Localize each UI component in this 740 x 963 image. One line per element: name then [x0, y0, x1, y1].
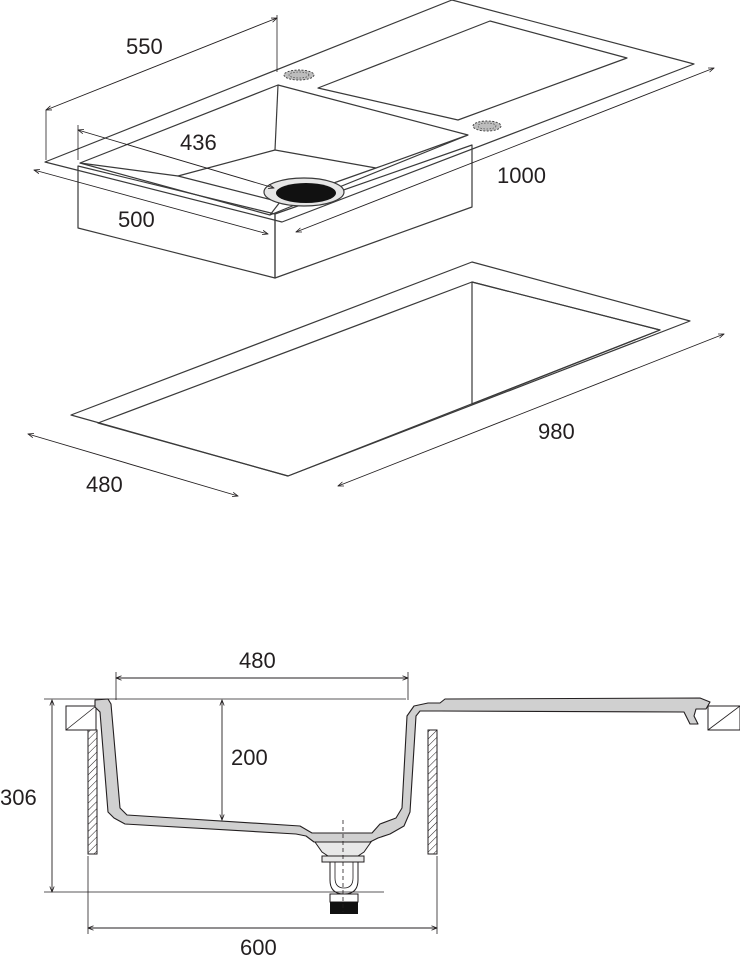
- dim-label-306: 306: [0, 785, 37, 810]
- sink-isometric-view: 550 436 500 1000: [34, 0, 714, 279]
- dim-label-436: 436: [180, 130, 217, 155]
- dim-line-1000: [296, 67, 714, 233]
- cutout-rim: [70, 261, 691, 477]
- drain-hole: [276, 183, 336, 203]
- drainer-panel: [317, 20, 628, 121]
- dim-label-980: 980: [538, 419, 575, 444]
- cutout-isometric-view: 480 980: [28, 261, 724, 497]
- bowl-box-side: [274, 144, 473, 279]
- cabinet-wall-right: [427, 729, 438, 855]
- dim-line-980: [338, 333, 724, 487]
- cabinet-wall-left: [87, 729, 98, 855]
- dim-label-1000: 1000: [497, 163, 546, 188]
- overflow-hole-icon: [472, 120, 502, 132]
- dim-label-550: 550: [126, 34, 163, 59]
- dim-label-section-480: 480: [239, 648, 276, 673]
- dim-label-200: 200: [231, 745, 268, 770]
- sink-section-view: 480 200 306 600: [0, 648, 740, 960]
- dim-label-cutout-480: 480: [86, 472, 123, 497]
- drain-fitting: [314, 820, 372, 914]
- tap-hole-icon: [283, 69, 315, 81]
- dim-label-500: 500: [118, 207, 155, 232]
- dim-line-cutout-480: [28, 434, 238, 496]
- dim-label-600: 600: [240, 935, 277, 958]
- sink-profile: [94, 697, 711, 843]
- cutout-floor: [97, 281, 661, 477]
- dim-line-500: [34, 170, 268, 234]
- dim-line-436: [78, 130, 274, 188]
- drain-outlet: [330, 902, 358, 914]
- dim-line-550: [46, 17, 277, 111]
- bowl-box-front: [77, 165, 276, 279]
